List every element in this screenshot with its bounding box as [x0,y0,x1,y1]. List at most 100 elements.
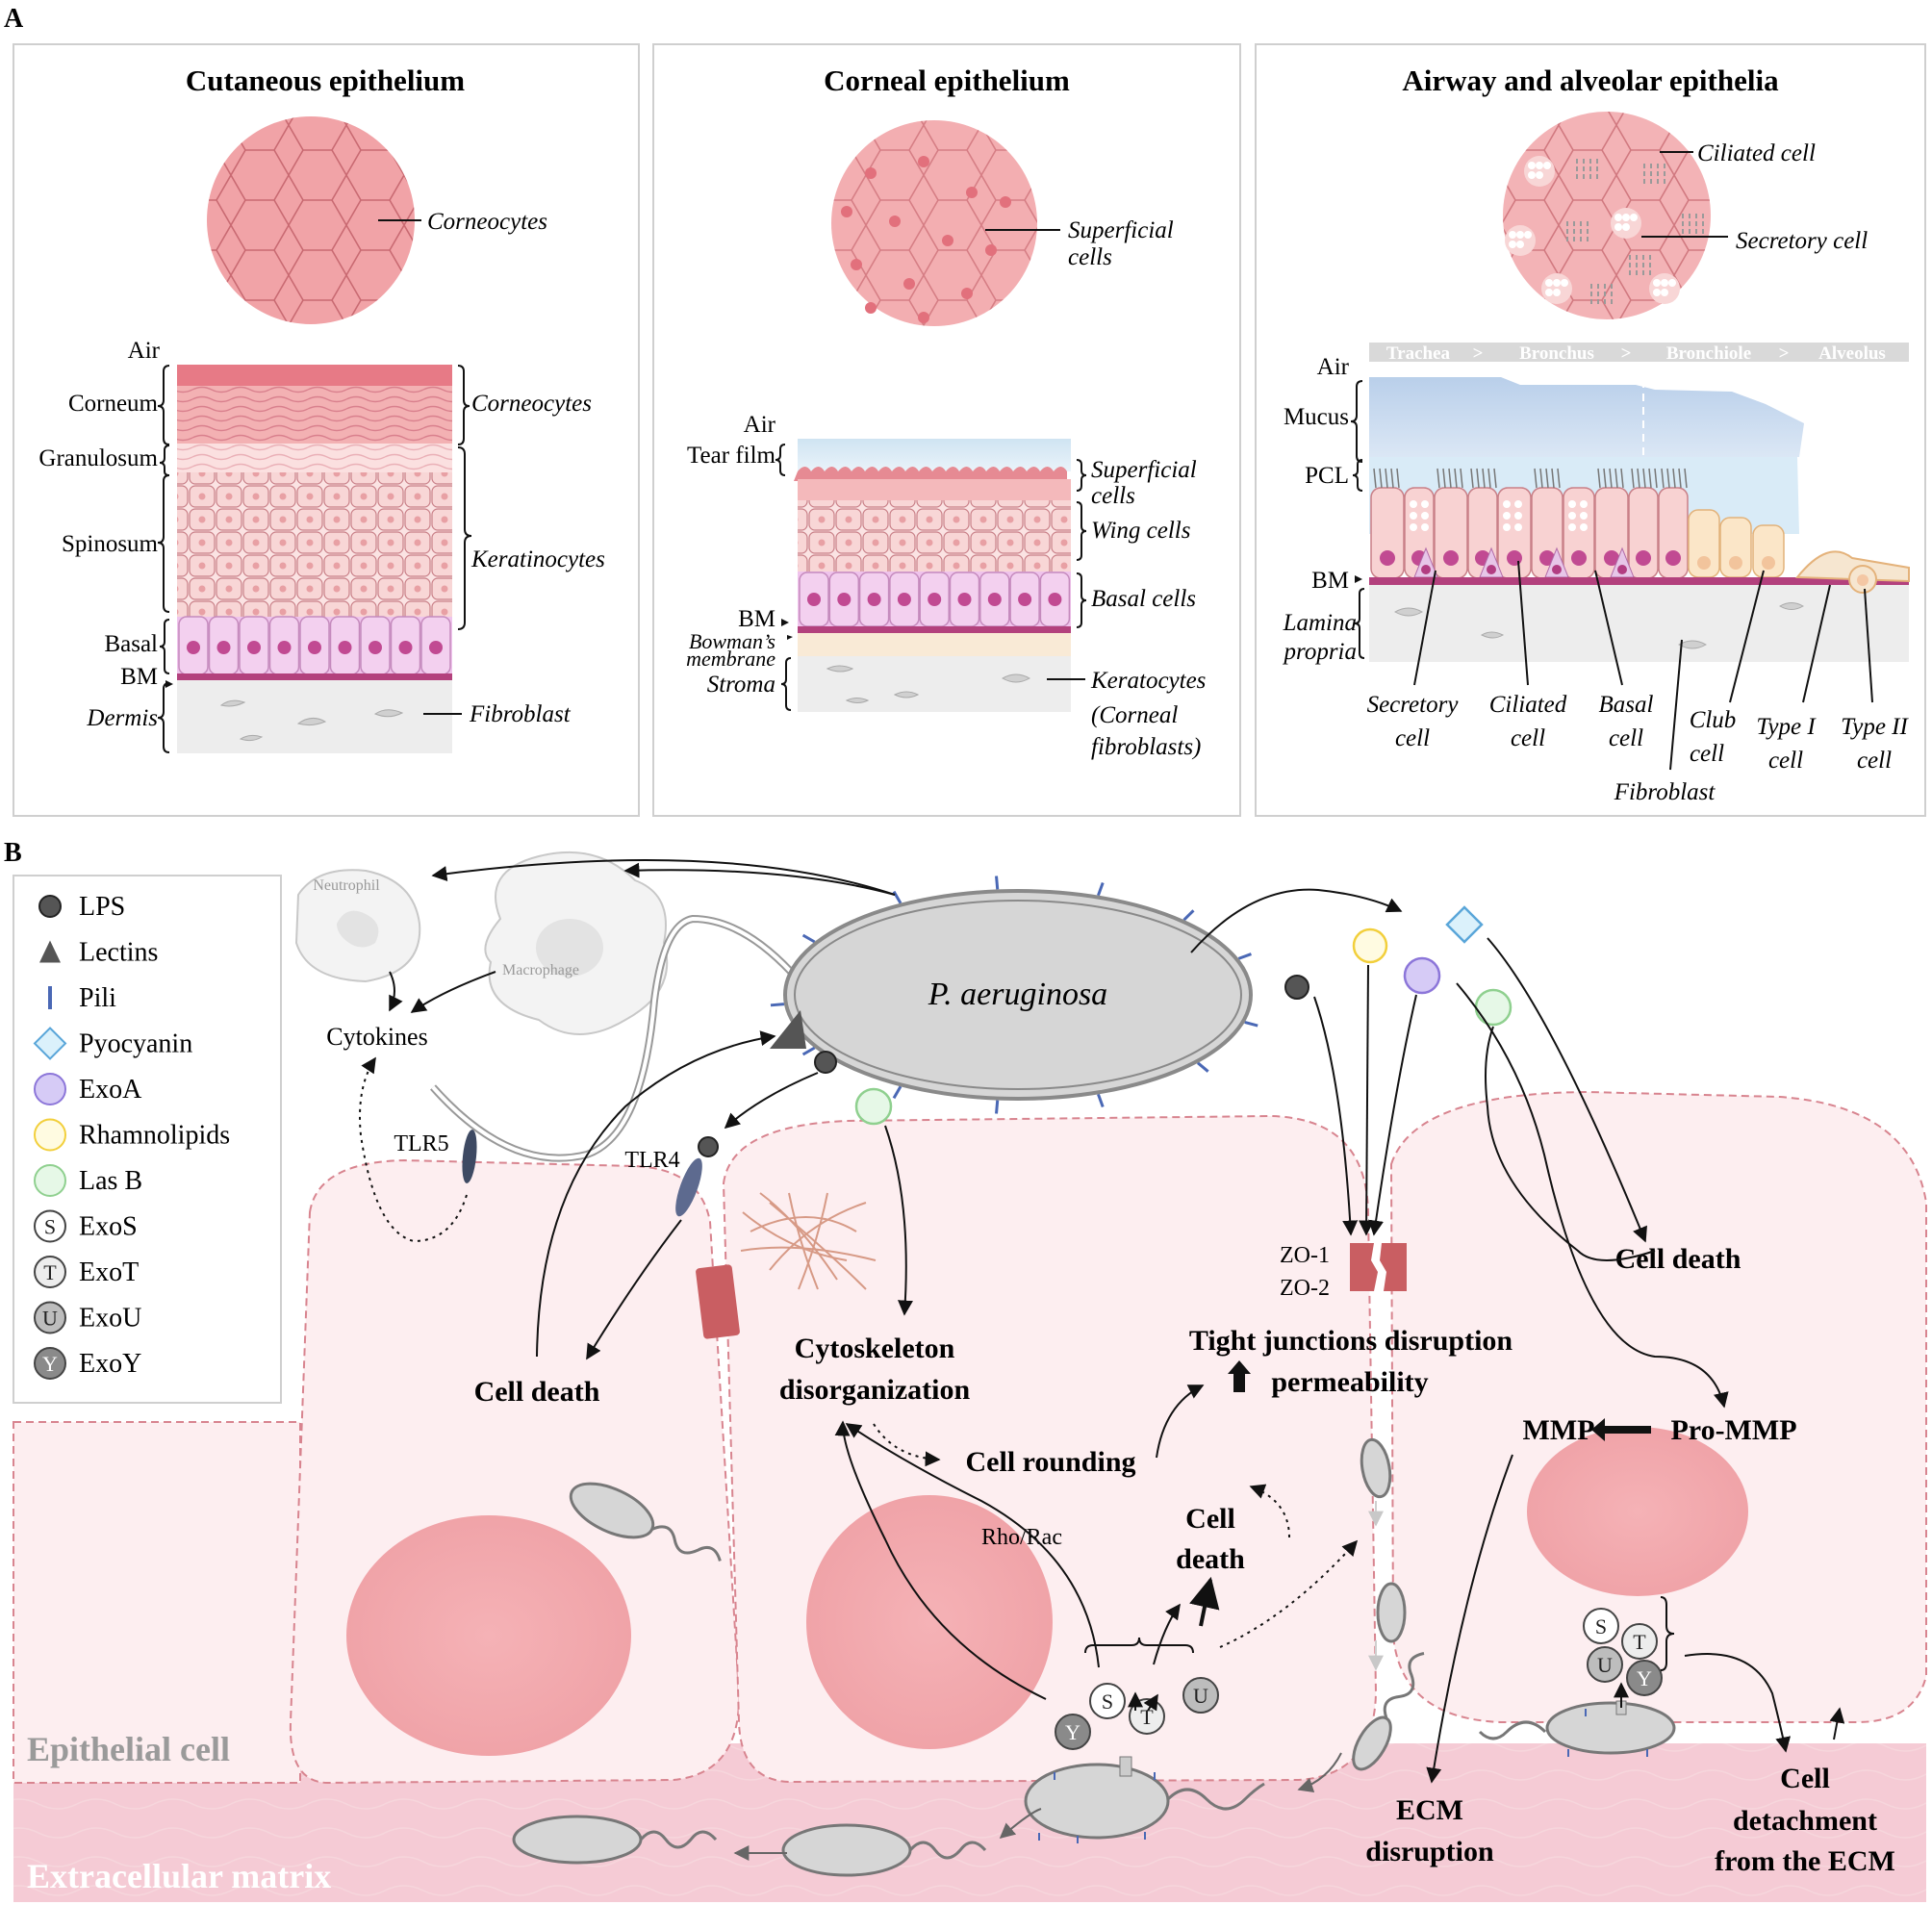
nucleus-1 [346,1515,631,1756]
grad-alveolus-b: Alveolus [1818,343,1886,364]
pilus [892,1085,902,1100]
aw-bm-label: BM [1311,568,1349,594]
cell-death-mid-1: Cell [1185,1503,1235,1535]
corneal-top-label-2: cells [1068,244,1112,270]
grad-sep-2: > [1621,343,1632,364]
cor-keratocytes-3: fibroblasts) [1091,734,1201,760]
legend-symbol-9 [34,1301,66,1334]
cytoskeleton-label-1: Cytoskeleton [795,1333,955,1364]
lasb-dot-left [854,1087,893,1126]
legend-label: Rhamnolipids [79,1121,230,1151]
cytokines-label: Cytokines [326,1023,427,1051]
exou-circle: U [1182,1677,1219,1714]
aw-type1-2: cell [1768,748,1803,774]
cut-bm-label: BM [120,664,158,690]
cytoskeleton-fibers [740,1192,877,1290]
dermis-layer [177,680,452,753]
legend-item-pili: Pili [48,983,116,1013]
legend-symbol-t: T [43,1260,57,1284]
mmp-thick-arrow [1591,1418,1651,1441]
aw-lamina-2: propria [1283,639,1357,665]
corneal-title: Corneal epithelium [824,64,1070,97]
cell-death-mid-2: death [1176,1543,1245,1575]
legend-item-pyocyanin: Pyocyanin [33,1027,192,1060]
tight-junctions-label: Tight junctions disruption [1189,1325,1513,1357]
cutaneous-title: Cutaneous epithelium [186,64,465,97]
cut-corneum-label: Corneum [68,391,159,417]
aw-secretory-2: cell [1395,725,1430,751]
rho-rac-label: Rho/Rac [981,1525,1062,1550]
pilus [801,1046,816,1056]
mmp-label: MMP [1523,1414,1595,1446]
legend-label: ExoT [79,1257,139,1287]
ecm-disruption-1: ECM [1396,1794,1463,1826]
cut-keratinocytes-right: Keratinocytes [470,546,605,572]
tlr5-label: TLR5 [394,1131,448,1156]
legend-item-lectins: Lectins [39,938,158,968]
cor-bowman-label-2: membrane [686,647,775,671]
small-bacterium [1360,1437,1392,1499]
spinosum-layer [177,472,452,617]
detach-2: detachment [1733,1805,1877,1837]
small-bacterium [1024,1763,1170,1840]
legend-symbol-u: U [42,1307,58,1331]
pilus [1182,909,1195,922]
pro-mmp-label: Pro-MMP [1670,1414,1796,1446]
cut-fibroblast-right: Fibroblast [469,701,572,727]
corneal-basal-cells [798,572,1071,629]
small-bacteria [512,1437,1676,1877]
rhamnolipid-dot [1352,927,1388,964]
small-bacterium [569,1482,722,1562]
legend-symbol-s: S [44,1215,56,1239]
legend-item-rhamnolipids: Rhamnolipids [34,1118,230,1152]
epithelial-cell-3 [1389,1090,1927,1723]
cor-bm-label: BM [738,606,775,632]
cut-corneocytes-right: Corneocytes [471,391,592,417]
small-bacterium [1352,1651,1425,1771]
nucleus-3 [1527,1427,1748,1596]
grad-sep-1: > [1473,343,1484,364]
pilus [1097,881,1105,897]
corneal-top-label-1: Superficial [1068,217,1174,243]
nucleus-2 [806,1495,1053,1749]
ecm-disruption-2: disruption [1365,1836,1494,1867]
aw-club-2: cell [1690,741,1724,767]
permeability-label: permeability [1271,1366,1428,1398]
legend-label: Pyocyanin [79,1029,192,1059]
svg-text:Y: Y [1637,1666,1652,1690]
lectin-triangle [770,1010,806,1049]
panel-b-letter: B [4,838,22,868]
cut-dermis-label: Dermis [86,705,158,731]
aw-air-label: Air [1317,354,1350,380]
macrophage: Macrophage [484,851,669,1035]
aw-type2-2: cell [1857,748,1892,774]
bm-line [177,673,452,680]
cut-basal-label: Basal [104,631,158,657]
lps-dot-right [1284,975,1309,1000]
pilus [1244,1021,1258,1028]
airway-title: Airway and alveolar epithelia [1402,64,1779,97]
exot-circle: T [1621,1623,1658,1660]
grad-bronchiole: Bronchiole [1666,343,1751,364]
pilus [1196,1061,1209,1073]
macrophage-label: Macrophage [502,962,579,978]
epithelial-cell-label: Epithelial cell [27,1730,230,1768]
legend-symbol-3 [33,1027,67,1060]
airway-panel: Airway and alveolar epithelia Ciliated c… [1255,43,1926,817]
cor-keratocytes-1: Keratocytes [1090,668,1206,694]
cor-air-label: Air [744,412,776,438]
aw-fibroblast: Fibroblast [1614,779,1716,805]
cell-death-right: Cell death [1615,1243,1741,1275]
aw-type2-1: Type II [1841,714,1909,740]
legend-symbol-4 [34,1073,66,1105]
wing-cells [798,500,1071,572]
legend-item-exoa: ExoA [34,1073,142,1105]
legend-label: Las B [79,1166,142,1196]
pilus [995,1100,1000,1114]
aw-club-1: Club [1690,707,1737,733]
grad-sep-3b: > [1779,343,1790,364]
